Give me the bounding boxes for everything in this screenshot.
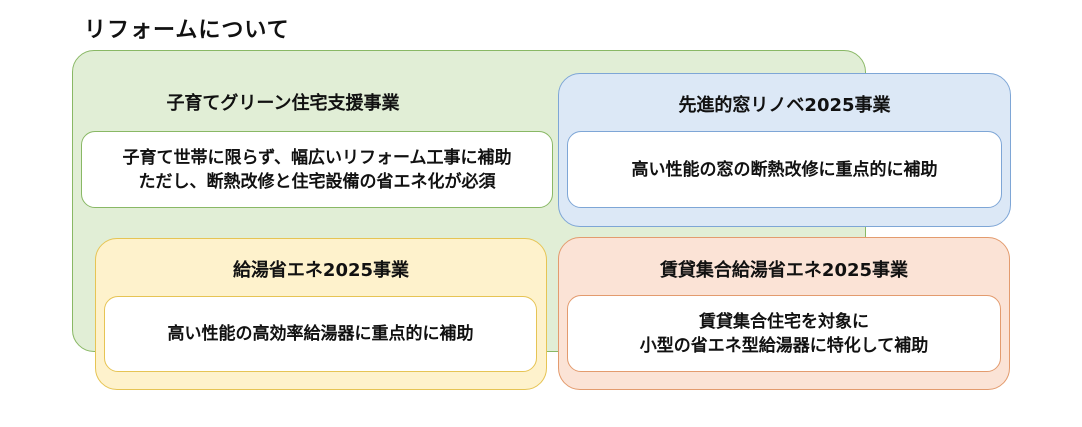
- panel-title-madoreno: 先進的窓リノベ2025事業: [678, 95, 891, 116]
- description-box-kosodate: 子育て世帯に限らず、幅広いリフォーム工事に補助 ただし、断熱改修と住宅設備の省エ…: [81, 131, 553, 208]
- panel-title-kosodate: 子育てグリーン住宅支援事業: [166, 93, 400, 114]
- description-box-madoreno: 高い性能の窓の断熱改修に重点的に補助: [567, 131, 1002, 208]
- panel-title-kyuto: 給湯省エネ2025事業: [232, 260, 410, 281]
- description-line: 子育て世帯に限らず、幅広いリフォーム工事に補助: [122, 147, 512, 168]
- panel-window-renovation: 先進的窓リノベ2025事業 高い性能の窓の断熱改修に重点的に補助: [558, 73, 1011, 227]
- panel-rental-water-heater: 賃貸集合給湯省エネ2025事業 賃貸集合住宅を対象に 小型の省エネ型給湯器に特化…: [558, 237, 1010, 390]
- description-line: 賃貸集合住宅を対象に: [699, 311, 869, 332]
- description-line: 高い性能の高効率給湯器に重点的に補助: [167, 324, 474, 344]
- page-title: リフォームについて: [84, 18, 290, 43]
- panel-title-chintai: 賃貸集合給湯省エネ2025事業: [659, 260, 909, 281]
- description-line: ただし、断熱改修と住宅設備の省エネ化が必須: [138, 171, 496, 192]
- description-box-chintai: 賃貸集合住宅を対象に 小型の省エネ型給湯器に特化して補助: [567, 295, 1001, 372]
- description-line: 高い性能の窓の断熱改修に重点的に補助: [631, 159, 938, 180]
- description-line: 小型の省エネ型給湯器に特化して補助: [639, 335, 929, 356]
- panel-water-heater: 給湯省エネ2025事業 高い性能の高効率給湯器に重点的に補助: [95, 238, 547, 390]
- description-box-kyuto: 高い性能の高効率給湯器に重点的に補助: [104, 296, 537, 372]
